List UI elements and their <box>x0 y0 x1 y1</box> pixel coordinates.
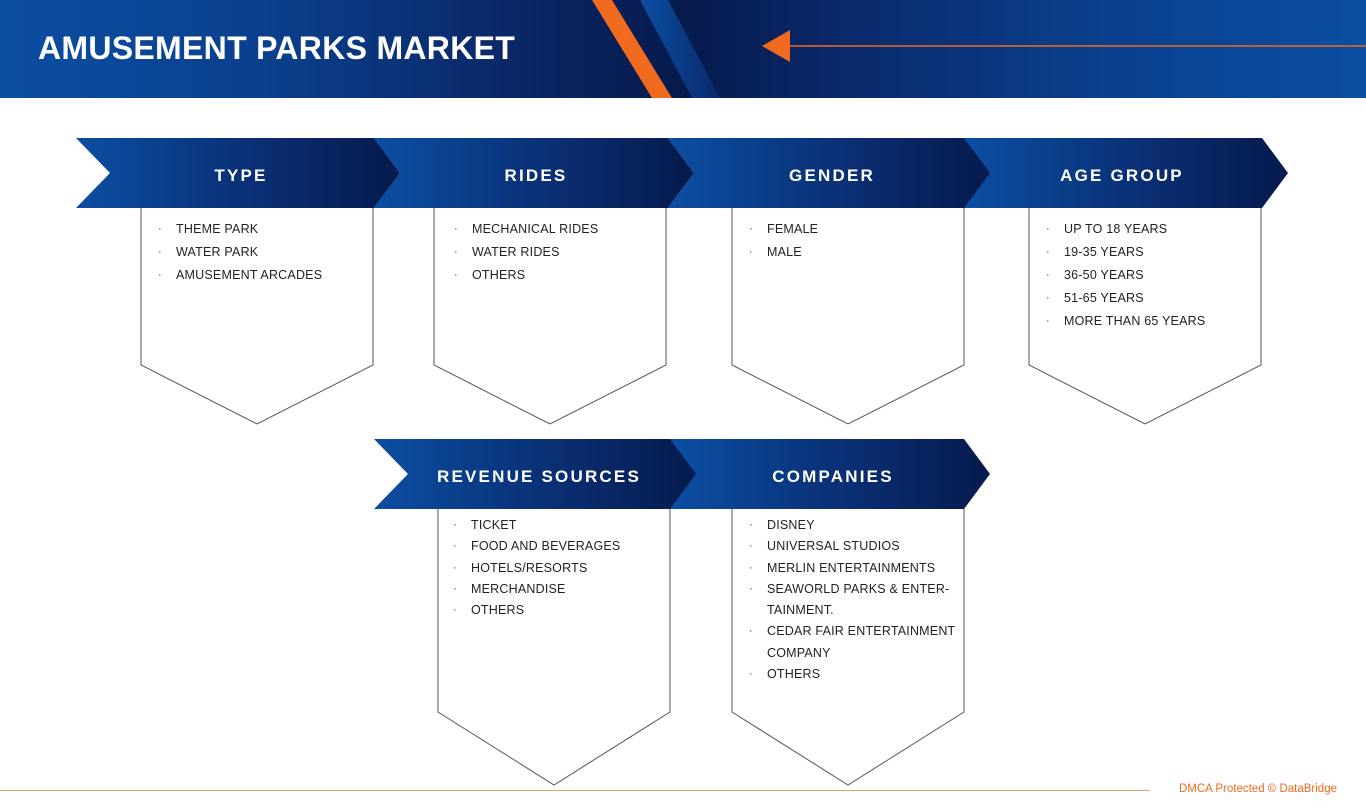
segment-box-age-group <box>1028 207 1262 425</box>
segment-heading-revenue-sources: REVENUE SOURCES <box>437 467 641 486</box>
list-item: ·SEAWORLD PARKS & ENTER- <box>749 581 950 596</box>
segment-box-rides <box>433 207 667 425</box>
list-item: ·THEME PARK <box>158 222 259 236</box>
segment-box-companies <box>731 508 965 786</box>
list-item: ·MERLIN ENTERTAINMENTS <box>749 560 936 575</box>
segment-list-companies: ·DISNEY ·UNIVERSAL STUDIOS ·MERLIN ENTER… <box>749 515 955 685</box>
footer-credit: DMCA Protected © DataBridge <box>1178 783 1337 795</box>
list-item: ·UP TO 18 YEARS <box>1046 222 1168 236</box>
list-item: ·MORE THAN 65 YEARS <box>1046 314 1206 328</box>
header-decoration <box>592 0 1366 98</box>
segment-heading-companies: COMPANIES <box>772 467 894 486</box>
list-item: ·WATER RIDES <box>454 245 560 259</box>
list-item: ·19-35 YEARS <box>1046 245 1144 259</box>
list-item: ·FEMALE <box>749 222 819 236</box>
list-item: ·CEDAR FAIR ENTERTAINMENT <box>749 624 956 639</box>
arrow-left-icon <box>762 30 790 62</box>
list-item: ·MALE <box>749 245 802 259</box>
list-item: ·WATER PARK <box>158 245 259 259</box>
chevron-age-group <box>964 138 1288 208</box>
list-item: ·MERCHANDISE <box>453 581 566 596</box>
list-item-continuation: TAINMENT. <box>767 603 834 618</box>
list-item: ·TICKET <box>453 518 517 532</box>
list-item: ·UNIVERSAL STUDIOS <box>749 539 900 554</box>
list-item-continuation: COMPANY <box>767 645 831 660</box>
segment-heading-age-group: AGE GROUP <box>1060 166 1184 185</box>
segment-list-type: ·THEME PARK ·WATER PARK ·AMUSEMENT ARCAD… <box>158 218 322 287</box>
list-item: ·MECHANICAL RIDES <box>454 222 599 236</box>
list-item: ·36-50 YEARS <box>1046 268 1144 282</box>
segment-box-type <box>140 207 374 425</box>
list-item: ·OTHERS <box>453 603 525 618</box>
chevron-rides <box>374 138 694 208</box>
segment-heading-gender: GENDER <box>789 166 875 185</box>
segment-list-revenue-sources: ·TICKET ·FOOD AND BEVERAGES ·HOTELS/RESO… <box>453 515 620 621</box>
chevron-type <box>76 138 400 208</box>
segment-box-gender <box>731 207 965 425</box>
segment-heading-rides: RIDES <box>504 166 568 185</box>
header-banner: AMUSEMENT PARKS MARKET <box>0 0 1366 98</box>
segment-heading-type: TYPE <box>214 166 268 185</box>
chevron-companies <box>670 439 990 509</box>
segment-list-gender: ·FEMALE ·MALE <box>749 218 818 264</box>
list-item: ·51-65 YEARS <box>1046 291 1144 305</box>
list-item: ·FOOD AND BEVERAGES <box>453 539 621 554</box>
segment-list-age-group: ·UP TO 18 YEARS ·19-35 YEARS ·36-50 YEAR… <box>1046 218 1205 333</box>
footer-divider <box>0 790 1150 791</box>
list-item: ·HOTELS/RESORTS <box>453 560 588 575</box>
chevron-revenue-sources <box>374 439 698 509</box>
list-item: ·OTHERS <box>454 268 526 282</box>
orange-stripe <box>592 0 672 98</box>
segment-box-revenue-sources <box>437 508 671 786</box>
list-item: ·OTHERS <box>749 667 821 682</box>
blue-stripe <box>640 0 720 98</box>
list-item: ·DISNEY <box>749 518 815 532</box>
list-item: ·AMUSEMENT ARCADES <box>158 268 323 282</box>
page-title: AMUSEMENT PARKS MARKET <box>38 30 516 66</box>
segment-list-rides: ·MECHANICAL RIDES ·WATER RIDES ·OTHERS <box>454 218 598 287</box>
chevron-gender <box>668 138 992 208</box>
